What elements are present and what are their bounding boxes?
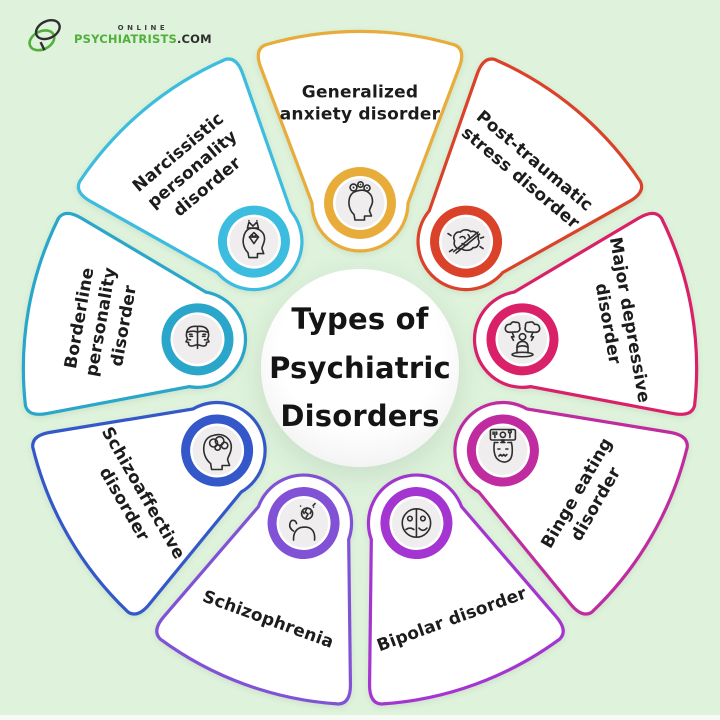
wedge-schizophrenia — [155, 473, 354, 706]
bottom-edge — [0, 715, 720, 720]
bipolar-split-face-icon — [401, 508, 432, 539]
ptsd-brain-icon — [447, 228, 485, 254]
binge-eating-icon — [489, 428, 517, 463]
wedge-major-depressive — [472, 211, 699, 416]
logo-brand-text: PSYCHIATRISTS.COM — [74, 32, 212, 46]
schizophrenia-person-icon — [288, 502, 316, 541]
logo-brand-main: PSYCHIATRISTS — [74, 32, 177, 46]
wedge-binge-eating — [453, 400, 689, 616]
brand-logo: ONLINE PSYCHIATRISTS.COM — [22, 14, 212, 56]
wedge-ptsd — [416, 57, 644, 292]
center-hub-circle — [261, 269, 459, 467]
wedge-borderline — [21, 211, 248, 416]
wedge-schizoaffective — [31, 400, 267, 616]
anxiety-head-gears-icon — [348, 180, 374, 221]
logo-brand-suffix: .COM — [176, 32, 212, 46]
page-title: Types of Psychiatric Disorders — [269, 301, 451, 434]
borderline-two-faces-icon — [185, 325, 210, 350]
schizoaffective-head-icon — [202, 433, 233, 471]
wedge-label-generalized-anxiety: Generalized anxiety disorder — [279, 82, 441, 125]
logo-online-text: ONLINE — [117, 24, 169, 32]
wedge-narcissistic — [76, 57, 304, 292]
depression-person-storm-icon — [504, 321, 541, 358]
logo-op-mark-icon — [28, 19, 61, 52]
wedge-generalized-anxiety — [256, 29, 464, 253]
narcissistic-head-crown-icon — [242, 219, 266, 259]
wedge-bipolar — [366, 473, 565, 706]
